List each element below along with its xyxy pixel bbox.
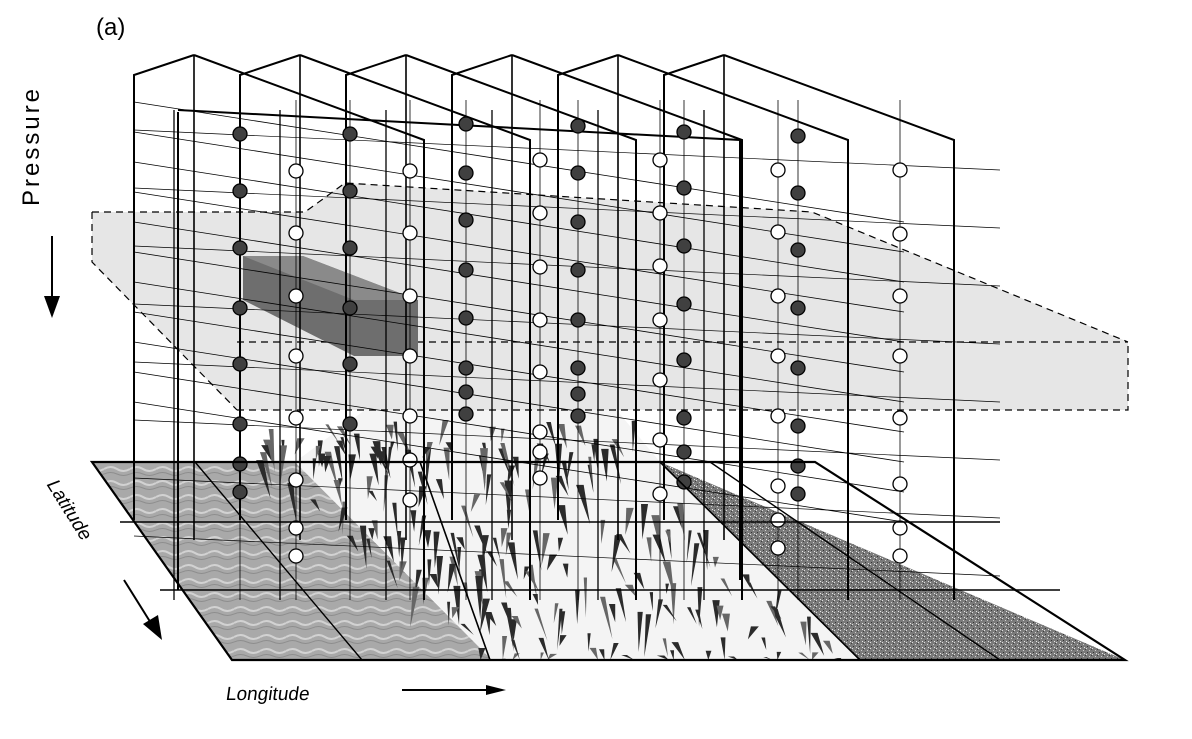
filled-grid-node — [459, 213, 473, 227]
hollow-grid-node — [289, 289, 303, 303]
hollow-grid-node — [289, 521, 303, 535]
filled-grid-node — [791, 419, 805, 433]
filled-grid-node — [459, 407, 473, 421]
hollow-grid-node — [771, 349, 785, 363]
filled-grid-node — [677, 353, 691, 367]
filled-grid-node — [459, 166, 473, 180]
hollow-grid-node — [653, 259, 667, 273]
hollow-grid-node — [653, 206, 667, 220]
hollow-grid-node — [893, 289, 907, 303]
hollow-grid-node — [771, 513, 785, 527]
filled-grid-node — [233, 417, 247, 431]
filled-grid-node — [571, 166, 585, 180]
hollow-grid-node — [893, 349, 907, 363]
filled-grid-node — [343, 417, 357, 431]
filled-grid-node — [571, 215, 585, 229]
hollow-grid-node — [893, 227, 907, 241]
filled-grid-node — [571, 119, 585, 133]
filled-grid-node — [233, 357, 247, 371]
hollow-grid-node — [533, 445, 547, 459]
hollow-grid-node — [653, 373, 667, 387]
filled-grid-node — [233, 485, 247, 499]
hollow-grid-node — [771, 289, 785, 303]
hollow-grid-node — [403, 226, 417, 240]
hollow-grid-node — [893, 477, 907, 491]
filled-grid-node — [677, 411, 691, 425]
filled-grid-node — [791, 487, 805, 501]
filled-grid-node — [791, 186, 805, 200]
filled-grid-node — [459, 117, 473, 131]
arrow-down-icon — [44, 236, 60, 318]
filled-grid-node — [233, 457, 247, 471]
hollow-grid-node — [289, 349, 303, 363]
hollow-grid-node — [893, 163, 907, 177]
hollow-grid-node — [289, 473, 303, 487]
filled-grid-node — [571, 409, 585, 423]
arrow-right-icon — [402, 685, 506, 695]
hollow-grid-node — [653, 433, 667, 447]
filled-grid-node — [571, 387, 585, 401]
hollow-grid-node — [533, 313, 547, 327]
filled-grid-node — [677, 181, 691, 195]
filled-grid-node — [571, 313, 585, 327]
hollow-grid-node — [533, 206, 547, 220]
hollow-grid-node — [403, 453, 417, 467]
filled-grid-node — [677, 239, 691, 253]
hollow-grid-node — [403, 409, 417, 423]
hollow-grid-node — [403, 493, 417, 507]
filled-grid-node — [677, 125, 691, 139]
hollow-grid-node — [289, 411, 303, 425]
hollow-grid-node — [533, 260, 547, 274]
pressure-axis-label: Pressure — [18, 86, 46, 206]
filled-grid-node — [571, 263, 585, 277]
hollow-grid-node — [653, 487, 667, 501]
filled-grid-node — [791, 243, 805, 257]
filled-grid-node — [791, 361, 805, 375]
hollow-grid-node — [533, 153, 547, 167]
filled-grid-node — [459, 311, 473, 325]
hollow-grid-node — [289, 164, 303, 178]
filled-grid-node — [677, 297, 691, 311]
hollow-grid-node — [403, 349, 417, 363]
hollow-grid-node — [653, 153, 667, 167]
filled-grid-node — [343, 301, 357, 315]
filled-grid-node — [233, 301, 247, 315]
filled-grid-node — [459, 385, 473, 399]
hollow-grid-node — [771, 225, 785, 239]
hollow-grid-node — [771, 163, 785, 177]
hollow-grid-node — [771, 479, 785, 493]
hollow-grid-node — [403, 164, 417, 178]
filled-grid-node — [343, 357, 357, 371]
hollow-grid-node — [403, 289, 417, 303]
filled-grid-node — [343, 127, 357, 141]
hollow-grid-node — [771, 541, 785, 555]
hollow-grid-node — [533, 425, 547, 439]
filled-grid-node — [571, 361, 585, 375]
filled-grid-node — [343, 241, 357, 255]
filled-grid-node — [791, 129, 805, 143]
filled-grid-node — [677, 445, 691, 459]
filled-grid-node — [459, 361, 473, 375]
panel-label: (a) — [96, 14, 125, 42]
hollow-grid-node — [893, 411, 907, 425]
filled-grid-node — [233, 184, 247, 198]
hollow-grid-node — [533, 471, 547, 485]
hollow-grid-node — [533, 365, 547, 379]
filled-grid-node — [343, 184, 357, 198]
hollow-grid-node — [893, 521, 907, 535]
hollow-grid-node — [893, 549, 907, 563]
longitude-axis-label: Longitude — [224, 684, 311, 706]
hollow-grid-node — [289, 549, 303, 563]
filled-grid-node — [233, 241, 247, 255]
hollow-grid-node — [771, 409, 785, 423]
filled-grid-node — [791, 301, 805, 315]
filled-grid-node — [233, 127, 247, 141]
arrow-down-right-icon — [124, 580, 162, 640]
hollow-grid-node — [653, 313, 667, 327]
hollow-grid-node — [289, 226, 303, 240]
grid-line-latitude — [134, 130, 1000, 170]
filled-grid-node — [459, 263, 473, 277]
